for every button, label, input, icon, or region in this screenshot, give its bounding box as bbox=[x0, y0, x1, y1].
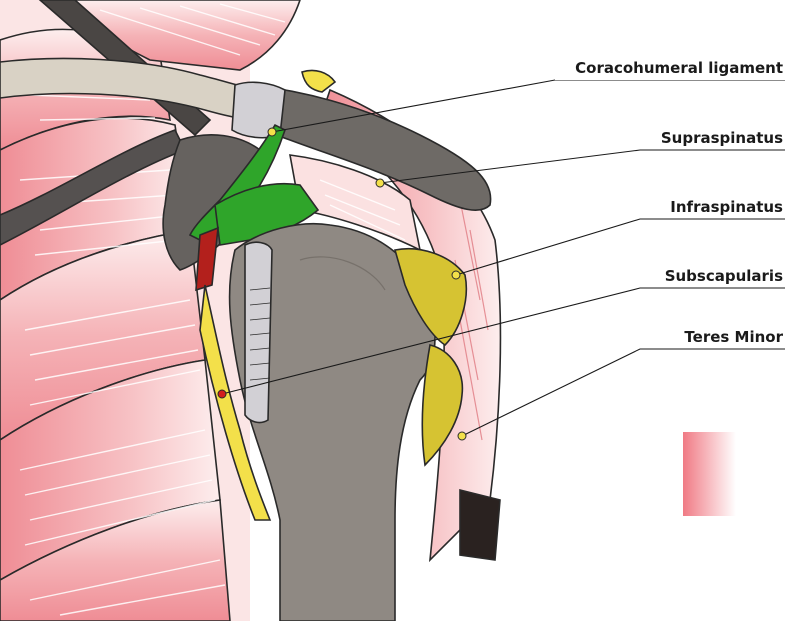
acromion-tip bbox=[302, 70, 335, 92]
marker-teres-minor bbox=[458, 432, 466, 440]
label-supraspinatus: Supraspinatus bbox=[661, 129, 783, 147]
label-coracohumeral-ligament: Coracohumeral ligament bbox=[575, 59, 783, 77]
label-teres-minor: Teres Minor bbox=[684, 328, 783, 346]
marker-infraspinatus bbox=[452, 271, 460, 279]
biceps-tendon bbox=[245, 242, 272, 422]
label-infraspinatus: Infraspinatus bbox=[670, 198, 783, 216]
marker-subscapularis bbox=[218, 390, 226, 398]
muscle-color-legend-swatch bbox=[683, 432, 736, 516]
leader-teres-minor bbox=[462, 349, 785, 436]
marker-coracohumeral bbox=[268, 128, 276, 136]
marker-supraspinatus bbox=[376, 179, 384, 187]
label-subscapularis: Subscapularis bbox=[665, 267, 783, 285]
lower-dark-band bbox=[460, 490, 500, 560]
